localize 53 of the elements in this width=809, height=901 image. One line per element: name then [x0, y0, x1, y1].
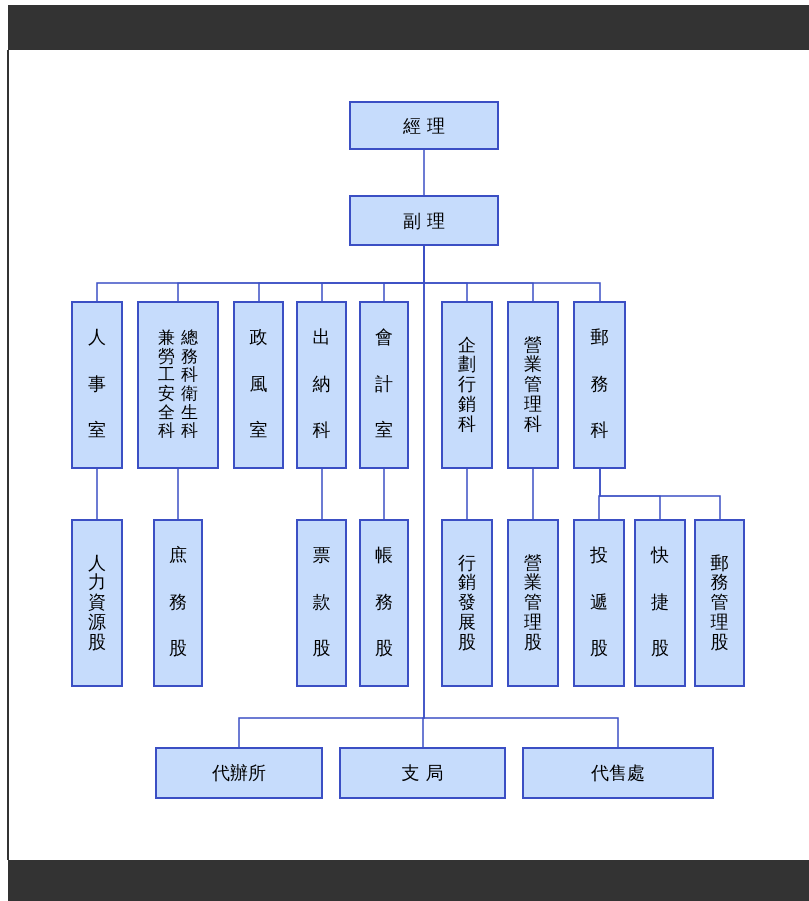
- unit-label: 副 理: [403, 210, 445, 232]
- org-box: [339, 747, 506, 799]
- unit-label: 營業管理科: [524, 336, 542, 434]
- org-box: [522, 747, 714, 799]
- unit-label: 代售處: [591, 762, 645, 785]
- unit-label: 庶務股: [169, 544, 187, 662]
- unit-label: 郵務管理股: [710, 554, 728, 652]
- org-box: [573, 301, 626, 469]
- unit-label: 快捷股: [651, 544, 669, 662]
- unit-label: 政風室: [250, 326, 268, 444]
- org-box: [694, 519, 745, 687]
- org-box: [507, 519, 559, 687]
- connector-line: [466, 469, 468, 519]
- unit-label: 投遞股: [590, 544, 608, 662]
- org-box: [349, 101, 499, 150]
- org-box: [71, 519, 123, 687]
- org-box: [359, 301, 409, 469]
- connector-line: [423, 150, 425, 195]
- unit-label: 營業管理股: [524, 554, 542, 652]
- org-box: [137, 301, 219, 469]
- connector-line: [321, 469, 323, 519]
- unit-label: 經 理: [403, 114, 445, 138]
- org-box: [634, 519, 686, 687]
- connector-line: [532, 469, 534, 519]
- unit-label: 出納科: [312, 326, 330, 444]
- org-box: [349, 195, 499, 246]
- unit-label: 票款股: [312, 544, 330, 662]
- unit-label: 兼勞工安全科: [158, 328, 175, 442]
- org-box: [296, 301, 347, 469]
- unit-label: 代辦所: [212, 762, 266, 785]
- org-box: [71, 301, 123, 469]
- connector-line: [599, 469, 721, 519]
- org-box: [153, 519, 203, 687]
- unit-label: 人力資源股: [88, 554, 106, 652]
- org-box: [507, 301, 559, 469]
- org-box: [441, 301, 493, 469]
- connector-line: [177, 469, 179, 519]
- unit-label: 總務科衛生科: [181, 328, 198, 442]
- unit-label: 行銷發展股: [458, 554, 476, 652]
- unit-label: 企劃行銷科: [458, 336, 476, 434]
- unit-label: 帳務股: [375, 544, 393, 662]
- org-box: [233, 301, 284, 469]
- org-box: [359, 519, 409, 687]
- org-box: [155, 747, 323, 799]
- unit-label: 郵務科: [590, 326, 608, 444]
- org-box: [441, 519, 493, 687]
- unit-label: 會計室: [375, 326, 393, 444]
- connector-line: [383, 469, 385, 519]
- unit-label: 支 局: [402, 762, 444, 785]
- org-box: [573, 519, 625, 687]
- connector-line: [96, 469, 98, 519]
- unit-label: 人事室: [88, 326, 106, 444]
- org-box: [296, 519, 347, 687]
